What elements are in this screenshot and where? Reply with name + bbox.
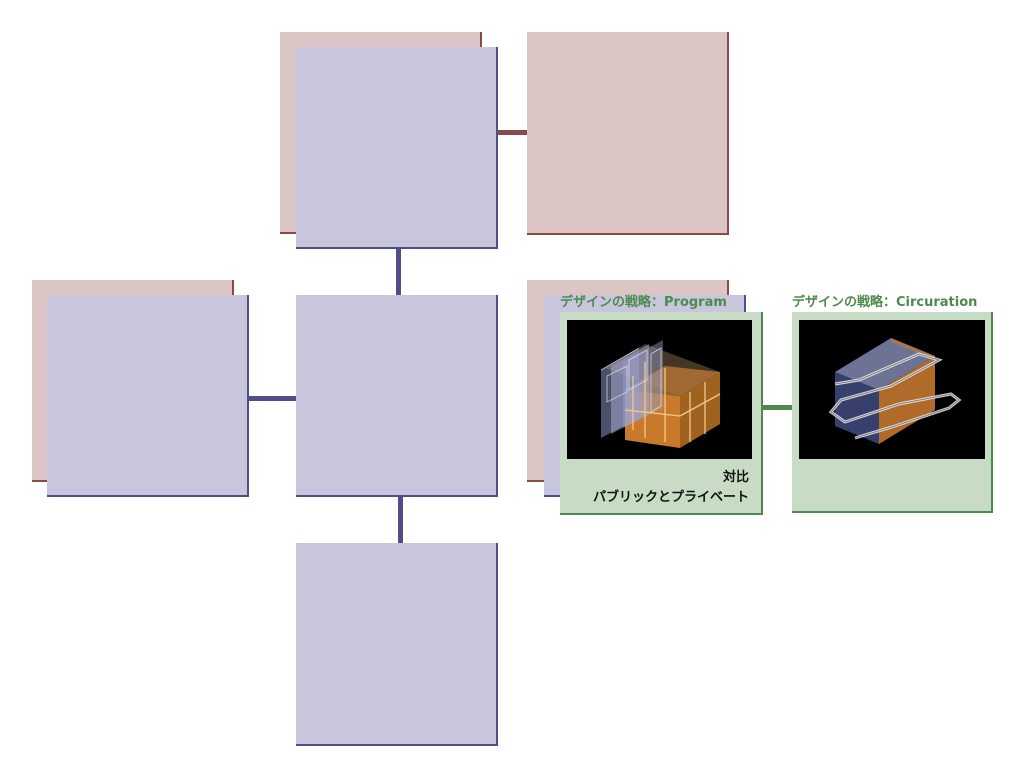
isometric-building-program-icon xyxy=(600,340,721,448)
program-card-title: デザインの戦略：Program xyxy=(560,295,727,310)
isometric-building-circulation-icon xyxy=(828,338,962,444)
left-card xyxy=(47,295,249,497)
program-caption-line2: パブリックとプライベート xyxy=(592,490,749,505)
program-card: 対比 パブリックとプライベート xyxy=(560,312,763,515)
connector-left-center xyxy=(247,396,297,401)
circulation-thumbnail xyxy=(799,320,985,459)
connector-center-bottom xyxy=(398,495,403,545)
program-caption-line1: 対比 xyxy=(722,470,749,485)
circulation-card-title: デザインの戦略：Circuration xyxy=(792,295,978,310)
top-card xyxy=(296,47,498,249)
bottom-card xyxy=(296,543,498,746)
circulation-card xyxy=(792,312,993,513)
connector-top-center xyxy=(396,247,401,297)
top-right-card xyxy=(527,32,729,235)
connector-program-circulation xyxy=(760,405,794,410)
connector-top-right xyxy=(496,130,528,135)
center-card xyxy=(296,295,498,497)
program-thumbnail xyxy=(567,320,752,459)
